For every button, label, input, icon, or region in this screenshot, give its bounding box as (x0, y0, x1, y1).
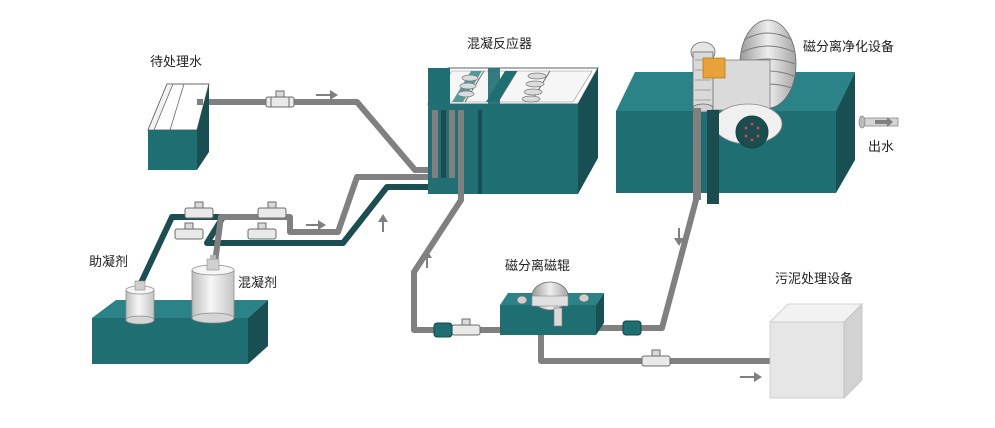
pump-icon (433, 322, 453, 338)
arrow-right-icon (740, 372, 762, 382)
coagulant-tank (191, 255, 235, 324)
label-raw-water: 待处理水 (150, 55, 203, 70)
outlet-pipe-icon (858, 115, 899, 129)
valve-icon (265, 90, 295, 108)
stirrer-icon (457, 74, 479, 98)
pipe-coagulant (211, 109, 455, 273)
motor-icon (702, 57, 726, 79)
pipe-raw-water-to-reactor (197, 99, 438, 173)
stirrer-icon (521, 72, 547, 103)
magnetic-drum-unit (500, 281, 604, 335)
magnetic-purifier (616, 19, 899, 204)
arrow-up-icon (378, 214, 388, 232)
valve-icon (257, 201, 287, 219)
coagulation-reactor (427, 67, 599, 200)
flow-arrows (306, 90, 762, 382)
roller-icon (516, 293, 590, 305)
arrow-up-icon (422, 250, 432, 268)
raw-water-tank (147, 83, 210, 170)
valve-icon (184, 201, 214, 219)
label-reactor: 混凝反应器 (467, 37, 533, 52)
label-magnetic-purifier: 磁分离净化设备 (803, 40, 895, 55)
label-magnetic-drum: 磁分离磁辊 (505, 259, 571, 274)
valve-icon (174, 222, 204, 240)
valve-icon (451, 318, 481, 336)
pump-icon (622, 320, 642, 336)
label-outlet: 出水 (868, 140, 895, 155)
label-sludge-equipment: 污泥处理设备 (775, 272, 854, 287)
dosing-platform (92, 300, 268, 364)
valve-icon (641, 349, 671, 367)
arrow-right-icon (306, 220, 326, 230)
valve-icon (247, 222, 277, 240)
label-coagulant: 混凝剂 (238, 276, 278, 291)
arrow-right-icon (316, 90, 338, 100)
valves (174, 90, 671, 367)
label-coagulant-aid: 助凝剂 (89, 255, 129, 270)
rotor-icon (735, 115, 769, 149)
coagulant-aid-tank (125, 280, 155, 325)
sludge-equipment (769, 303, 863, 399)
arrow-down-icon (674, 228, 684, 246)
